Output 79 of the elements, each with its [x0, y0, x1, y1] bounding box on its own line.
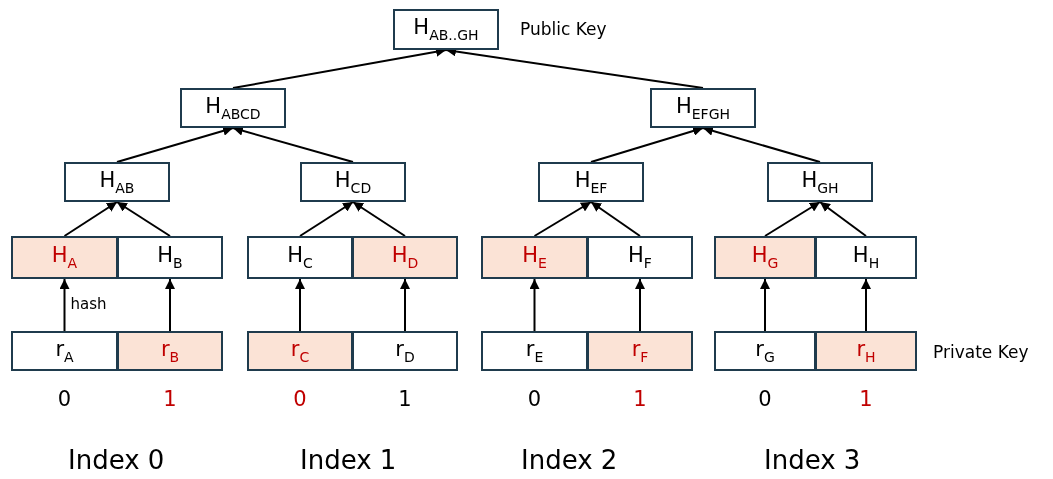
hash-box: [587, 236, 693, 279]
hash-box: [767, 162, 873, 202]
bit-value: 1: [859, 387, 873, 411]
hash-box: [815, 236, 917, 279]
hash-box: [481, 331, 588, 371]
arrow: [590, 201, 641, 237]
arrow: [635, 278, 645, 332]
hash-box: [650, 88, 756, 128]
node-label: H$_{AB..GH}$: [413, 17, 479, 42]
arrow: [819, 201, 867, 237]
bit-value: 0: [293, 387, 307, 411]
hash-box: [64, 162, 170, 202]
hash-box: [714, 236, 816, 279]
hash-box: [481, 236, 588, 279]
node-label: H$_{GH}$: [801, 169, 839, 195]
hash-box: [352, 331, 458, 371]
node-label: r$_{D}$: [395, 338, 415, 364]
node-label: H$_{G}$: [751, 245, 779, 270]
hash-box: [11, 331, 118, 371]
arrow: [861, 278, 871, 332]
hash-box: [117, 331, 223, 371]
arrow: [63, 201, 118, 237]
arrow: [590, 126, 704, 163]
node-label: r$_{A}$: [55, 338, 74, 364]
node-label: H$_{H}$: [852, 245, 880, 270]
node-label: r$_{B}$: [160, 338, 180, 364]
hash-box: [714, 331, 816, 371]
node-label: r$_{H}$: [856, 338, 876, 364]
arrow: [352, 201, 406, 237]
node-label: r$_{F}$: [631, 338, 649, 364]
arrow: [299, 201, 354, 237]
arrow: [59, 278, 70, 332]
key-label: Public Key: [520, 19, 607, 39]
bit-value: 0: [57, 387, 72, 411]
arrow: [702, 126, 821, 163]
index-label: Index 0: [68, 445, 165, 475]
arrow: [760, 278, 770, 332]
index-label: Index 3: [764, 445, 861, 475]
bit-value: 1: [633, 387, 647, 411]
arrow: [400, 278, 410, 332]
arrow: [295, 278, 305, 332]
bit-value: 1: [163, 387, 177, 411]
hash-box: [352, 236, 458, 279]
arrow: [764, 201, 821, 237]
bit-value: 1: [398, 387, 412, 411]
index-label: Index 2: [521, 445, 618, 475]
node-label: H$_{ABCD}$: [205, 95, 261, 121]
arrow: [116, 126, 234, 163]
node-label: H$_{AB}$: [99, 169, 135, 195]
node-label: r$_{G}$: [755, 338, 775, 364]
node-label: H$_{E}$: [522, 245, 547, 270]
hash-box: [180, 88, 286, 128]
arrow: [529, 278, 540, 332]
hash-box: [117, 236, 223, 279]
hash-box: [587, 331, 693, 371]
arrow: [165, 278, 175, 332]
bit-value: 0: [527, 387, 542, 411]
node-label: r$_{E}$: [525, 338, 544, 364]
arrow: [116, 201, 171, 237]
node-label: H$_{C}$: [287, 245, 313, 270]
key-label: Private Key: [933, 342, 1029, 362]
hash-box: [300, 162, 406, 202]
node-label: H$_{EFGH}$: [675, 95, 731, 121]
bit-value: 0: [758, 387, 772, 411]
node-label: H$_{B}$: [157, 245, 183, 270]
node-label: H$_{D}$: [391, 245, 419, 270]
hash-box: [393, 9, 499, 50]
hash-box: [11, 236, 118, 279]
index-label: Index 1: [300, 445, 397, 475]
node-label: H$_{EF}$: [574, 169, 608, 195]
hash-box: [247, 236, 353, 279]
node-label: H$_{A}$: [51, 245, 78, 270]
node-label: H$_{F}$: [628, 245, 652, 270]
arrow: [533, 201, 592, 237]
hash-box: [247, 331, 353, 371]
hash-box: [815, 331, 917, 371]
node-label: r$_{C}$: [290, 338, 310, 364]
hash-box: [538, 162, 644, 202]
node-label: H$_{CD}$: [334, 169, 372, 195]
